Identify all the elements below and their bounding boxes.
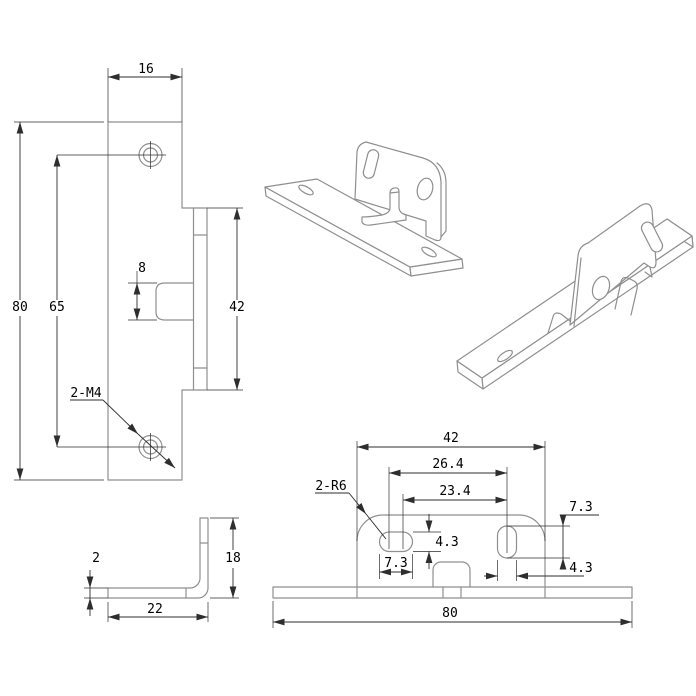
dim-text-42: 42 [229,300,245,315]
flange-right-hole [416,177,434,201]
hook-top-edge [389,191,400,194]
slot-shape [640,221,664,253]
hook-notch [614,276,638,316]
dim-text-22: 22 [147,602,163,617]
extension-lines [14,68,243,481]
bend-step-right [644,266,653,278]
plate-hole-right [421,246,437,258]
dim-text-65: 65 [49,300,65,315]
top-view: 16 80 65 8 42 2-M4 [12,62,245,481]
dim-text-23-4: 23.4 [439,484,470,499]
hole-shape [298,184,314,196]
flange-face-outline [356,514,546,599]
plate-hole-left [298,184,314,196]
side-view: 2 18 22 [84,517,241,622]
dim-text-16: 16 [138,62,154,77]
flange-slot [640,221,664,253]
bend-ticks [185,542,209,599]
dim-text-2: 2 [92,551,100,566]
hook-tab [361,187,407,226]
flange-edge-lines [192,207,208,391]
front-view: 42 26.4 23.4 2-R6 4.3 7.3 7.3 4.3 80 [272,431,633,628]
hook-tab-outline [155,282,195,321]
dim-text-43R: 4.3 [569,561,592,576]
flange-left-slot [362,149,380,179]
extension-lines [84,517,239,622]
flange-left-thickness [573,257,582,327]
r6-leader-1 [348,492,367,515]
left-slot [378,531,414,553]
dim-text-2r6: 2-R6 [315,479,346,494]
m4-leader-2 [137,433,176,469]
iso-view-back [456,203,694,390]
iso-view-front [264,141,464,277]
hole-shape [421,246,437,258]
m4-leader-1 [102,399,139,435]
dim-text-80: 80 [442,606,458,621]
flange-thickness-edge [436,162,447,238]
plate-hole [497,349,513,363]
dim-text-43L: 4.3 [435,535,458,550]
bend-step-left [547,312,571,334]
dim-text-80: 80 [12,300,28,315]
dim-text-73R: 7.3 [569,500,592,515]
dim-text-26-4: 26.4 [432,457,463,472]
flange-face [569,203,657,326]
dim-text-42: 42 [443,431,459,446]
hole-shape [416,177,434,201]
dim-text-73L: 7.3 [384,556,407,571]
dim-text-18: 18 [225,551,241,566]
plate-outline [107,121,208,481]
l-profile-outline [107,517,209,599]
r6-leader-2 [365,513,387,540]
hole-centerlines [57,141,166,461]
slot-shape [362,149,380,179]
dim-text-8: 8 [138,261,146,276]
hole-shape [497,349,513,363]
base-plate-edge [272,586,633,599]
dim-text-2m4: 2-M4 [70,386,101,401]
flange-round-hole [591,275,611,301]
center-tab-outline [432,561,471,599]
hole-shape [591,275,611,301]
